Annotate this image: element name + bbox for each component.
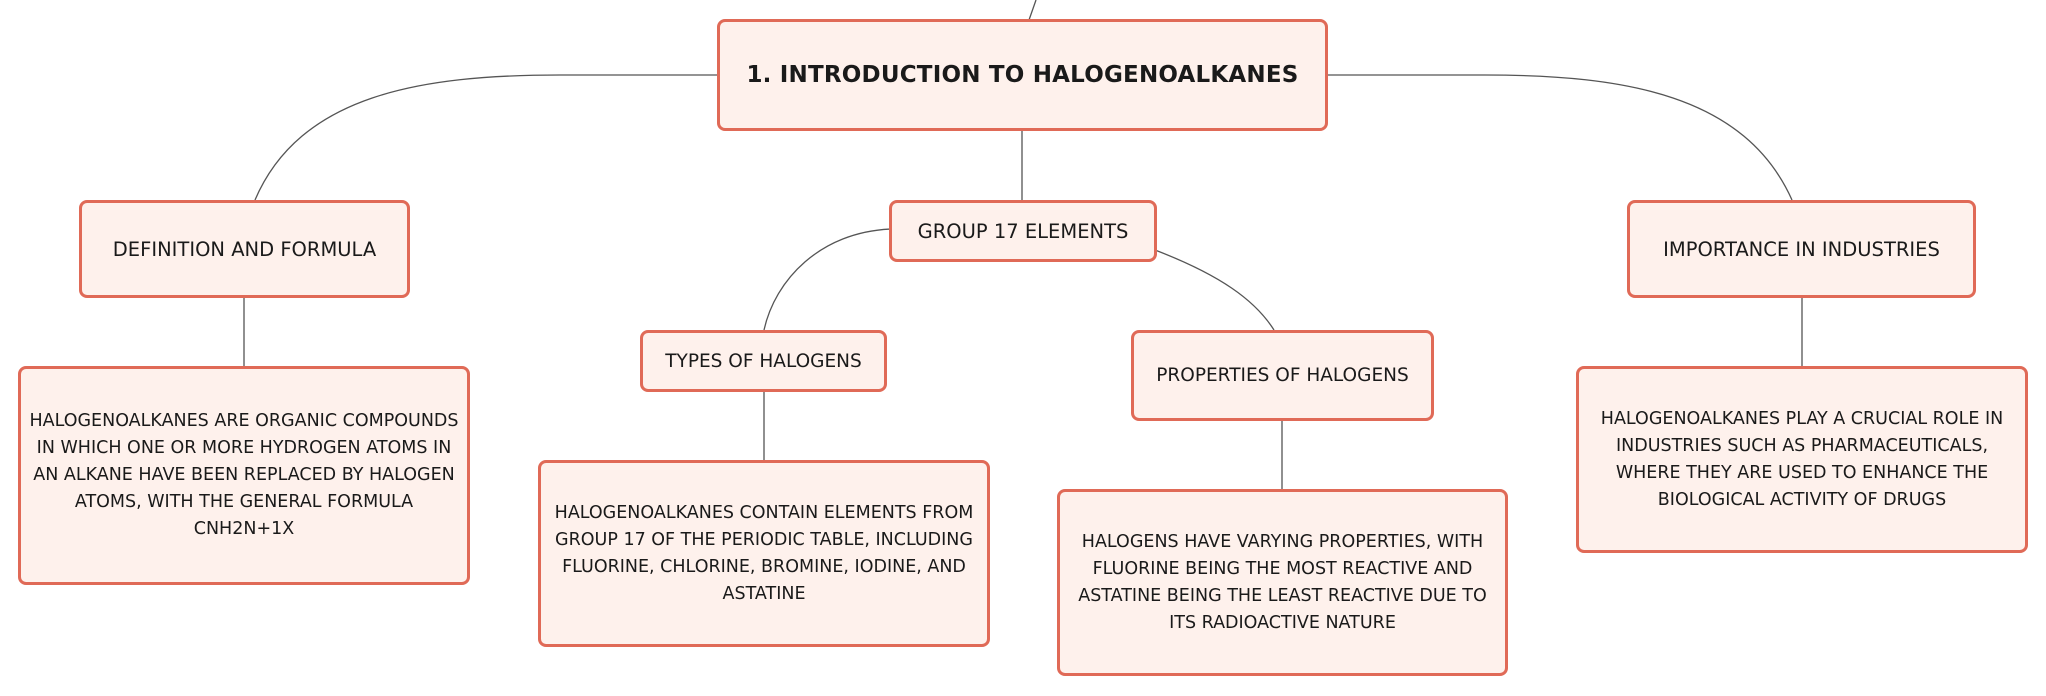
- detail-node-properties[interactable]: HALOGENS HAVE VARYING PROPERTIES, WITH F…: [1057, 489, 1508, 676]
- connector-group17-properties: [1154, 249, 1275, 331]
- detail-node-types[interactable]: HALOGENOALKANES CONTAIN ELEMENTS FROM GR…: [538, 460, 990, 647]
- detail-node-importance-text: HALOGENOALKANES PLAY A CRUCIAL ROLE IN I…: [1600, 408, 2004, 510]
- detail-node-definition-text: HALOGENOALKANES ARE ORGANIC COMPOUNDS IN…: [29, 411, 459, 539]
- subtopic-node-types-label: TYPES OF HALOGENS: [665, 350, 862, 372]
- subtopic-node-properties-label: PROPERTIES OF HALOGENS: [1156, 365, 1409, 386]
- topic-node-group17[interactable]: GROUP 17 ELEMENTS: [889, 200, 1157, 262]
- root-node-label: 1. INTRODUCTION TO HALOGENOALKANES: [746, 62, 1299, 88]
- detail-node-importance[interactable]: HALOGENOALKANES PLAY A CRUCIAL ROLE IN I…: [1576, 366, 2028, 553]
- topic-node-importance-label: IMPORTANCE IN INDUSTRIES: [1663, 237, 1940, 261]
- detail-node-properties-text: HALOGENS HAVE VARYING PROPERTIES, WITH F…: [1078, 531, 1487, 633]
- connector-group17-types: [763, 228, 892, 331]
- connector-root-importance: [1327, 74, 1793, 201]
- connector-to-parent: [1028, 0, 1037, 21]
- detail-node-definition[interactable]: HALOGENOALKANES ARE ORGANIC COMPOUNDS IN…: [18, 366, 470, 585]
- topic-node-definition-label: DEFINITION AND FORMULA: [112, 237, 377, 261]
- topic-node-group17-label: GROUP 17 ELEMENTS: [917, 219, 1129, 243]
- connector-root-definition: [254, 74, 718, 201]
- topic-node-importance[interactable]: IMPORTANCE IN INDUSTRIES: [1627, 200, 1976, 298]
- topic-node-definition[interactable]: DEFINITION AND FORMULA: [79, 200, 410, 298]
- detail-node-types-text: HALOGENOALKANES CONTAIN ELEMENTS FROM GR…: [554, 502, 974, 604]
- subtopic-node-types[interactable]: TYPES OF HALOGENS: [640, 330, 887, 392]
- subtopic-node-properties[interactable]: PROPERTIES OF HALOGENS: [1131, 330, 1434, 421]
- root-node[interactable]: 1. INTRODUCTION TO HALOGENOALKANES: [717, 19, 1328, 131]
